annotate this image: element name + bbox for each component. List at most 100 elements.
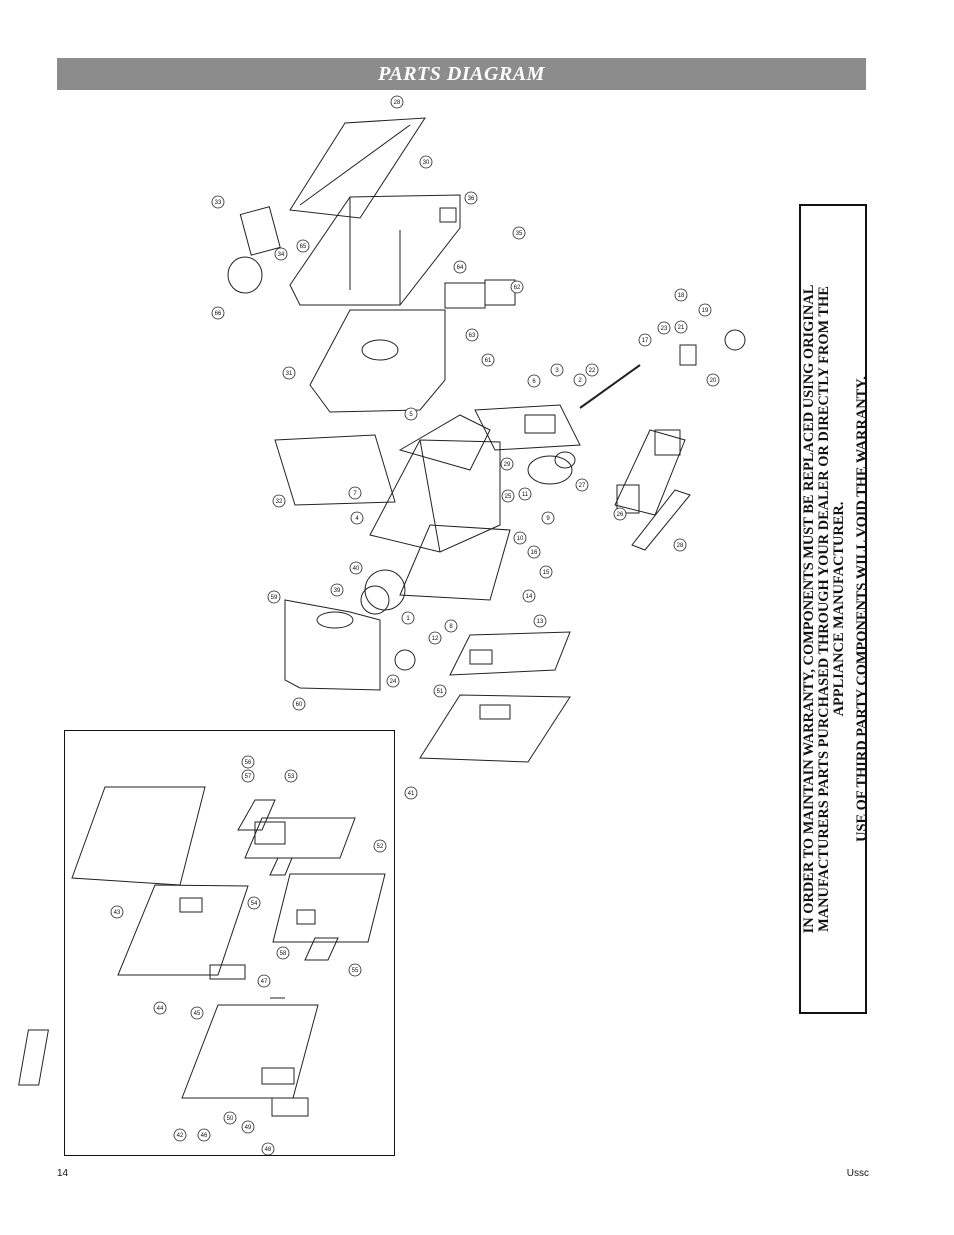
callout-18: 18 [674, 288, 688, 302]
warranty-notice-text: IN ORDER TO MAINTAIN WARRANTY, COMPONENT… [801, 209, 865, 1009]
callout-35: 35 [512, 226, 526, 240]
svg-text:15: 15 [543, 570, 550, 576]
inset-callouts: 56 57 53 52 43 54 44 58 55 45 47 42 46 5… [110, 755, 387, 1156]
svg-text:45: 45 [194, 1011, 201, 1017]
svg-text:28: 28 [677, 543, 684, 549]
callout-39: 39 [330, 583, 344, 597]
svg-text:27: 27 [579, 483, 586, 489]
callout-6: 6 [527, 374, 541, 388]
svg-text:49: 49 [245, 1125, 252, 1131]
part-burn-pot [399, 524, 511, 601]
svg-text:28: 28 [394, 100, 401, 106]
svg-text:47: 47 [261, 979, 268, 985]
callout-26: 26 [613, 507, 627, 521]
notice-line-2: MANUFACTURERS PARTS PURCHASED THROUGH YO… [816, 286, 832, 932]
part-firebox [369, 439, 501, 553]
callout-22: 22 [585, 363, 599, 377]
svg-text:2: 2 [578, 378, 582, 384]
svg-text:39: 39 [334, 588, 341, 594]
svg-text:32: 32 [276, 499, 283, 505]
svg-text:5: 5 [409, 412, 413, 418]
svg-text:24: 24 [390, 679, 397, 685]
svg-text:10: 10 [517, 536, 524, 542]
svg-text:4: 4 [355, 516, 359, 522]
callout-7: 7 [348, 486, 362, 500]
callout-47: 47 [257, 974, 271, 988]
callout-16: 16 [527, 545, 541, 559]
callout-54: 54 [247, 896, 261, 910]
callout-56: 56 [241, 755, 255, 769]
part-cabinet [289, 194, 461, 306]
callout-15: 15 [539, 565, 553, 579]
callout-50: 50 [223, 1111, 237, 1125]
callout-43: 43 [110, 905, 124, 919]
callout-29: 29 [500, 457, 514, 471]
callout-65: 65 [296, 239, 310, 253]
svg-text:9: 9 [546, 516, 550, 522]
svg-text:16: 16 [531, 550, 538, 556]
callout-32: 32 [272, 494, 286, 508]
callout-40: 40 [349, 561, 363, 575]
section-title-bar: PARTS DIAGRAM [57, 58, 866, 90]
callout-58: 58 [276, 946, 290, 960]
callout-44: 44 [153, 1001, 167, 1015]
svg-text:55: 55 [352, 968, 359, 974]
callout-42: 42 [173, 1128, 187, 1142]
part-flue-collar [227, 256, 263, 294]
svg-text:44: 44 [157, 1006, 164, 1012]
svg-text:31: 31 [286, 371, 293, 377]
svg-text:25: 25 [505, 494, 512, 500]
callout-24: 24 [386, 674, 400, 688]
part-motor [527, 455, 573, 485]
warranty-notice-box: IN ORDER TO MAINTAIN WARRANTY, COMPONENT… [799, 204, 867, 1014]
callout-23: 23 [657, 321, 671, 335]
svg-text:20: 20 [710, 378, 717, 384]
callout-1: 1 [401, 611, 415, 625]
svg-text:54: 54 [251, 901, 258, 907]
svg-text:30: 30 [423, 160, 430, 166]
svg-text:58: 58 [280, 951, 287, 957]
part-hopper [398, 414, 491, 471]
svg-text:13: 13 [537, 619, 544, 625]
svg-text:46: 46 [201, 1133, 208, 1139]
inset-detail-box [64, 730, 395, 1156]
svg-text:61: 61 [485, 358, 492, 364]
svg-text:12: 12 [432, 636, 439, 642]
callout-64: 64 [453, 260, 467, 274]
callout-13: 13 [533, 614, 547, 628]
part-front-door-41 [419, 694, 571, 763]
svg-text:8: 8 [449, 624, 453, 630]
svg-text:52: 52 [377, 844, 384, 850]
callout-5: 5 [404, 407, 418, 421]
svg-text:62: 62 [514, 285, 521, 291]
callout-53: 53 [284, 769, 298, 783]
callout-10: 10 [513, 531, 527, 545]
callout-28b: 28 [673, 538, 687, 552]
page-title: PARTS DIAGRAM [378, 62, 545, 85]
callout-63: 63 [465, 328, 479, 342]
callout-11: 11 [518, 487, 532, 501]
svg-text:48: 48 [265, 1147, 272, 1153]
callout-25: 25 [501, 489, 515, 503]
svg-text:35: 35 [516, 231, 523, 237]
svg-text:43: 43 [114, 910, 121, 916]
callout-28: 28 [390, 95, 404, 109]
callout-33: 33 [211, 195, 225, 209]
callout-36: 36 [464, 191, 478, 205]
svg-text:1: 1 [406, 616, 410, 622]
svg-text:29: 29 [504, 462, 511, 468]
callout-59: 59 [267, 590, 281, 604]
callout-46: 46 [197, 1128, 211, 1142]
svg-text:22: 22 [589, 368, 596, 374]
callout-34: 34 [274, 247, 288, 261]
callout-57: 57 [241, 769, 255, 783]
callout-52: 52 [373, 839, 387, 853]
svg-text:51: 51 [437, 689, 444, 695]
callout-14: 14 [522, 589, 536, 603]
callout-19: 19 [698, 303, 712, 317]
callout-8: 8 [444, 619, 458, 633]
part-side-panel [309, 309, 446, 413]
callout-61: 61 [481, 353, 495, 367]
callout-49: 49 [241, 1120, 255, 1134]
